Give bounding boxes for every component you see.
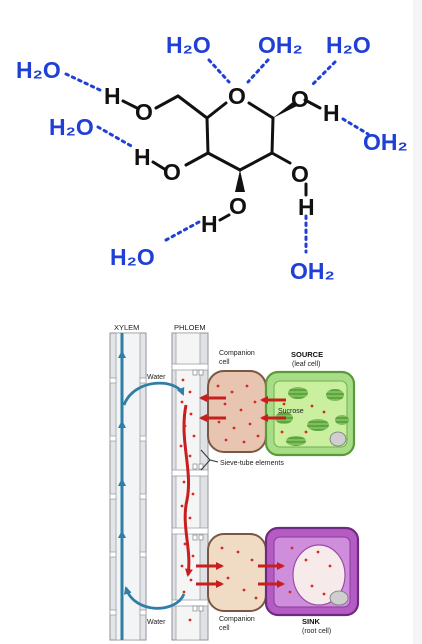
c4-hydroxyl-hydrogen: H <box>134 144 151 170</box>
sink-sublabel: (root cell) <box>302 628 331 635</box>
water-label-top: Water <box>147 374 166 381</box>
wedge-c1-bond <box>273 101 297 118</box>
companion-cell-bottom-label: Companion <box>219 616 255 623</box>
sieve-tube-label: Sieve-tube elements <box>220 460 284 467</box>
companion-cell-top-label: Companion <box>219 350 255 357</box>
wedge-c3-bond <box>235 170 245 192</box>
water-arc-bottom <box>123 586 186 610</box>
source-sublabel: (leaf cell) <box>292 361 320 368</box>
water-arc-top <box>122 381 185 406</box>
phloem-transport-diagram: XYLEM PHLOEM Water Water Companion cell … <box>109 323 360 641</box>
sucrose-label: Sucrose <box>278 408 304 415</box>
c3-hydroxyl-oxygen: O <box>229 193 247 219</box>
companion-cell-bottom-label-2: cell <box>219 625 230 632</box>
source-leaf-cell <box>264 370 356 457</box>
c3-hydroxyl-hydrogen: H <box>201 211 218 237</box>
water-molecule-3: OH₂ <box>258 32 303 58</box>
xylem-label: XYLEM <box>114 323 139 332</box>
sieve-callout-line <box>209 459 219 463</box>
companion-cell-top <box>207 370 267 453</box>
hydrogen-bonds <box>64 58 370 254</box>
water-molecule-2: H₂O <box>166 32 211 58</box>
water-molecule-5: H₂O <box>49 114 94 140</box>
glucose-hydrogen-bond-diagram: H₂O H₂O OH₂ H₂O H₂O OH₂ H₂O OH₂ O O H O … <box>16 32 408 284</box>
sucrose-particles <box>179 378 332 622</box>
ring-bonds <box>121 94 322 222</box>
phloem-sieve-tube <box>171 332 209 641</box>
c6-hydroxyl-oxygen: O <box>135 99 153 125</box>
sink-label: SINK <box>302 617 321 626</box>
water-molecule-8: OH₂ <box>290 258 335 284</box>
water-molecule-7: H₂O <box>110 244 155 270</box>
xylem-tube <box>109 332 147 641</box>
water-molecule-6: OH₂ <box>363 129 408 155</box>
phloem-label: PHLOEM <box>174 323 206 332</box>
companion-cell-bottom <box>207 533 267 612</box>
c1-hydroxyl-oxygen: O <box>291 86 309 112</box>
ring-oxygen-atom: O <box>228 83 246 109</box>
c1-hydroxyl-hydrogen: H <box>323 100 340 126</box>
sucrose-transport-arrows <box>196 394 286 588</box>
water-molecule-1: H₂O <box>16 57 61 83</box>
c6-hydroxyl-hydrogen: H <box>104 83 121 109</box>
companion-cell-top-label-2: cell <box>219 359 230 366</box>
source-label: SOURCE <box>291 350 323 359</box>
water-molecule-4: H₂O <box>326 32 371 58</box>
sink-root-cell <box>264 526 360 617</box>
c2-hydroxyl-hydrogen: H <box>298 194 315 220</box>
c2-hydroxyl-oxygen: O <box>291 161 309 187</box>
water-label-bottom: Water <box>147 619 166 626</box>
c4-hydroxyl-oxygen: O <box>163 159 181 185</box>
right-edge-strip <box>413 0 422 644</box>
